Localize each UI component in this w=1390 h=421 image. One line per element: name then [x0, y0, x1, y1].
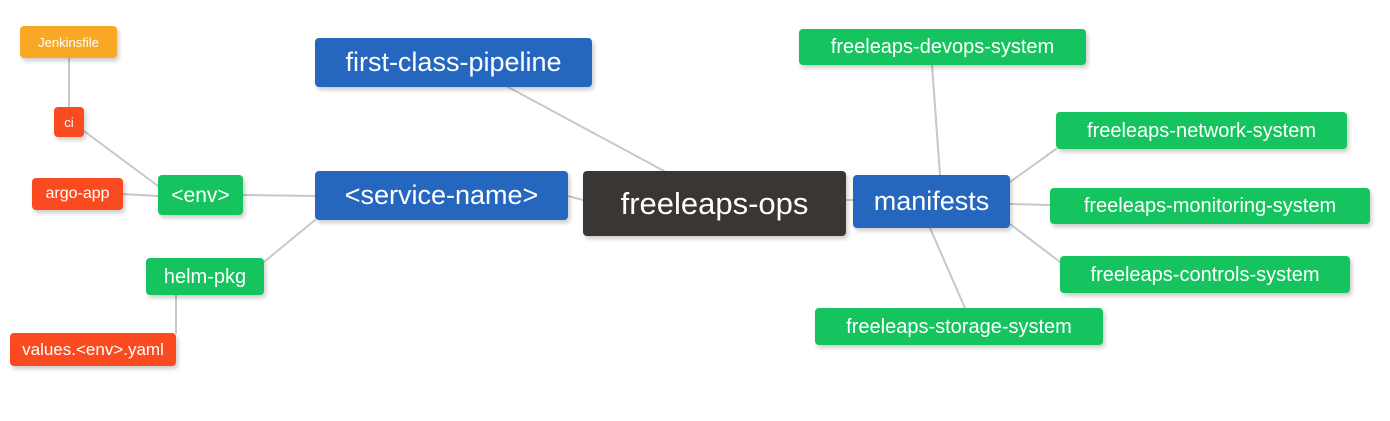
edge-manifests-to-monitoring	[1009, 203, 1051, 206]
node-label: first-class-pipeline	[345, 47, 562, 77]
node-label: freeleaps-network-system	[1087, 119, 1316, 142]
node-helm-pkg[interactable]: helm-pkg	[146, 258, 264, 295]
node-label: argo-app	[45, 185, 110, 202]
node-label: freeleaps-controls-system	[1090, 263, 1320, 286]
node-first-class[interactable]: first-class-pipeline	[315, 38, 592, 87]
node-label: helm-pkg	[163, 265, 247, 288]
node-label: <service-name>	[344, 180, 539, 210]
edge-manifests-to-controls	[1009, 223, 1061, 263]
edge-argo-app-to-env	[122, 193, 159, 197]
node-label: freeleaps-devops-system	[830, 36, 1055, 58]
edge-manifests-to-devops	[931, 64, 941, 176]
edge-ci-to-env	[83, 130, 159, 187]
edge-service-name-to-root	[567, 195, 584, 201]
node-jenkinsfile[interactable]: Jenkinsfile	[20, 26, 117, 58]
node-service-name[interactable]: <service-name>	[315, 171, 568, 220]
node-label: <env>	[171, 183, 230, 207]
node-label: freeleaps-monitoring-system	[1083, 195, 1337, 217]
node-env[interactable]: <env>	[158, 175, 243, 215]
node-label: freeleaps-storage-system	[846, 315, 1072, 338]
node-label: ci	[64, 114, 74, 130]
node-monitoring[interactable]: freeleaps-monitoring-system	[1050, 188, 1370, 224]
edge-manifests-to-network	[1009, 148, 1057, 183]
node-controls[interactable]: freeleaps-controls-system	[1060, 256, 1350, 293]
node-devops[interactable]: freeleaps-devops-system	[799, 29, 1086, 65]
node-ci[interactable]: ci	[54, 107, 84, 137]
node-manifests[interactable]: manifests	[853, 175, 1010, 228]
node-storage[interactable]: freeleaps-storage-system	[815, 308, 1103, 345]
edge-first-class-to-root	[507, 86, 665, 172]
node-label: values.<env>.yaml	[22, 340, 164, 359]
edge-env-to-service-name	[242, 194, 316, 197]
node-values-yaml[interactable]: values.<env>.yaml	[10, 333, 176, 366]
node-label: Jenkinsfile	[38, 34, 99, 50]
node-label: manifests	[873, 186, 990, 216]
node-label: freeleaps-ops	[620, 186, 809, 221]
node-argo-app[interactable]: argo-app	[32, 178, 123, 210]
node-root[interactable]: freeleaps-ops	[583, 171, 846, 236]
node-network[interactable]: freeleaps-network-system	[1056, 112, 1347, 149]
edge-service-name-to-helm-pkg	[263, 219, 316, 263]
edge-manifests-to-storage	[929, 227, 966, 309]
